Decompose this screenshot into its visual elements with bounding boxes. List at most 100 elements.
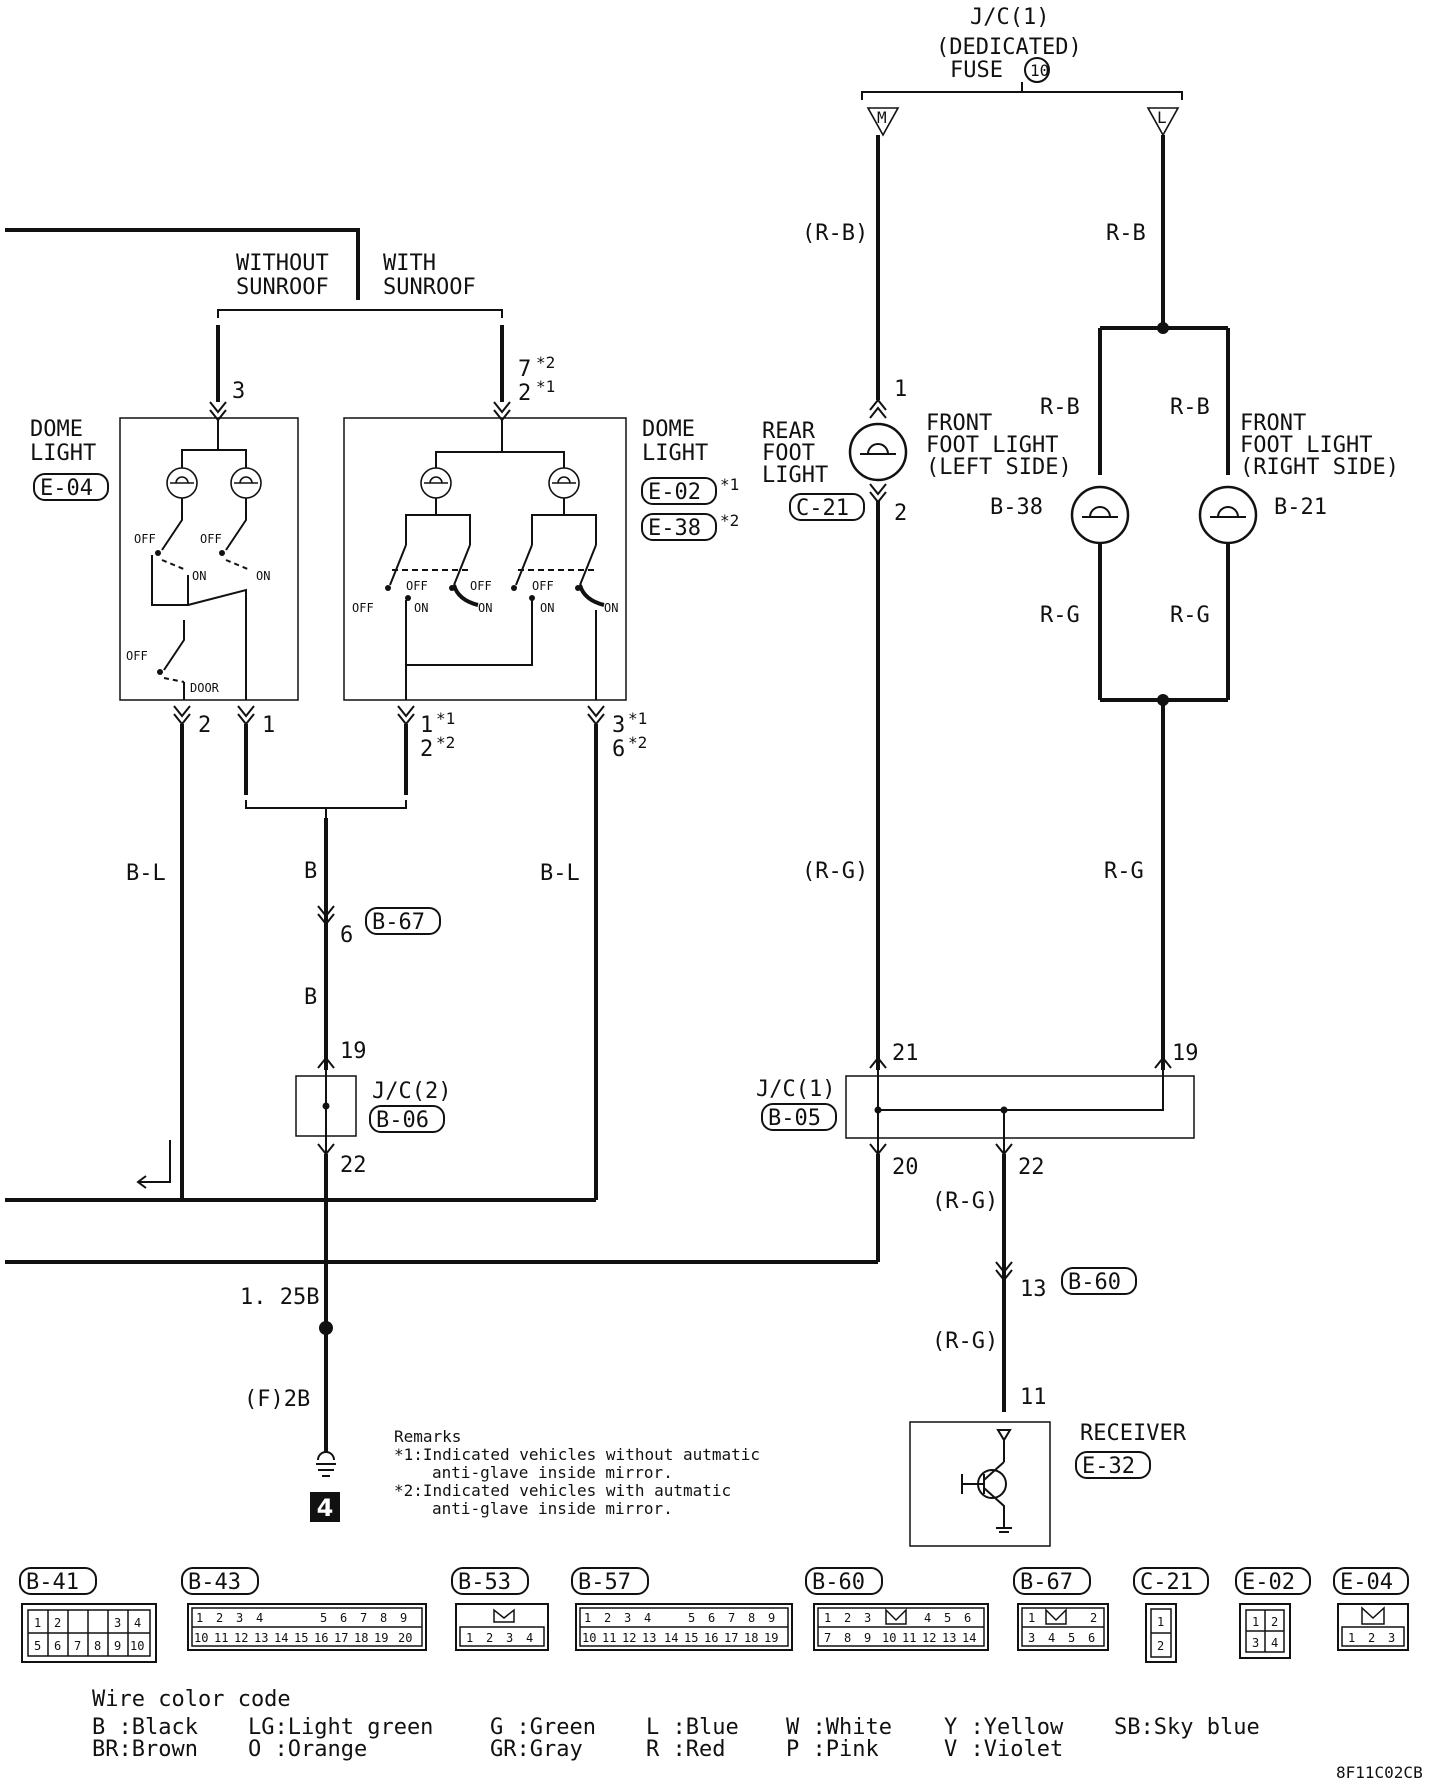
e02-lamp-right: [548, 467, 580, 499]
wire-color-w: W :White: [786, 1715, 892, 1740]
svg-text:20: 20: [398, 1631, 412, 1645]
receiver-pin: 11: [1020, 1385, 1047, 1410]
wire-color-gr: GR:Gray: [490, 1737, 583, 1762]
svg-text:1: 1: [824, 1611, 831, 1625]
svg-text:8: 8: [844, 1631, 851, 1645]
svg-text:4: 4: [1271, 1636, 1278, 1650]
svg-text:3: 3: [506, 1631, 513, 1645]
terminal-m-label: M: [877, 108, 887, 127]
svg-text:3: 3: [624, 1611, 631, 1625]
dome-light-e04-title: DOME: [30, 417, 83, 442]
wire-color-r: R :Red: [646, 1737, 725, 1762]
rear-foot-title2: FOOT: [762, 441, 815, 466]
jc1-connector-label: B-05: [768, 1106, 821, 1131]
svg-text:*2: *2: [628, 733, 647, 752]
e38-connector-label: E-38: [648, 516, 701, 541]
svg-text:2: 2: [844, 1611, 851, 1625]
svg-text:1: 1: [466, 1631, 473, 1645]
wire-color-b: B :Black: [92, 1715, 198, 1740]
connector-c21-label: C-21: [1140, 1570, 1193, 1595]
rear-foot-lamp: [848, 422, 908, 482]
jc1-pin-19: 19: [1172, 1041, 1199, 1066]
terminal-m: [866, 107, 900, 137]
connector-b57-label: B-57: [578, 1570, 631, 1595]
remarks-line1: *1:Indicated vehicles without autmatic: [394, 1445, 760, 1464]
svg-text:12: 12: [622, 1631, 636, 1645]
e02-pin-bl-b: 2: [420, 737, 433, 762]
svg-text:4: 4: [256, 1611, 263, 1625]
svg-text:9: 9: [768, 1611, 775, 1625]
connector-b43-label: B-43: [188, 1570, 241, 1595]
dome-light-e04-title2: LIGHT: [30, 441, 96, 466]
b67-pin: 6: [340, 923, 353, 948]
e02-pin-br-a: 3: [612, 713, 625, 738]
wire-color-title: Wire color code: [92, 1687, 291, 1712]
e02-off-b: OFF: [406, 579, 428, 593]
dome-light-e02-box: [343, 417, 627, 701]
e32-connector-tag: [1075, 1451, 1151, 1479]
figure-code: 8F11C02CB: [1336, 1763, 1423, 1782]
svg-text:2: 2: [1157, 1639, 1164, 1653]
e04-pin-top: 3: [232, 379, 245, 404]
svg-text:5: 5: [688, 1611, 695, 1625]
svg-text:5: 5: [944, 1611, 951, 1625]
jc1-pin-21: 21: [892, 1041, 919, 1066]
connector-b41-label: B-41: [26, 1570, 79, 1595]
svg-text:2: 2: [1090, 1611, 1097, 1625]
front-foot-left-title2: FOOT LIGHT: [926, 433, 1058, 458]
wire-label-b2: B: [304, 985, 317, 1010]
front-foot-right-title2: FOOT LIGHT: [1240, 433, 1372, 458]
e04-on1: ON: [192, 569, 206, 583]
svg-text:*1: *1: [536, 377, 555, 396]
svg-text:1: 1: [1348, 1631, 1355, 1645]
b60-connector-tag: [1061, 1267, 1137, 1295]
svg-text:8: 8: [748, 1611, 755, 1625]
svg-text:6: 6: [54, 1639, 61, 1653]
svg-text:13: 13: [254, 1631, 268, 1645]
connector-b53-label: B-53: [458, 1570, 511, 1595]
wire-label-rg-recv2: (R-G): [932, 1329, 998, 1354]
svg-text:*2: *2: [436, 733, 455, 752]
e04-on2: ON: [256, 569, 270, 583]
e04-lamp-left: [166, 467, 198, 499]
e02-lamp-left: [420, 467, 452, 499]
svg-text:10: 10: [582, 1631, 596, 1645]
wire-label-rg-right: R-G: [1170, 603, 1210, 628]
e02-on-b: ON: [478, 601, 492, 615]
wire-label-rg-front: R-G: [1104, 859, 1144, 884]
c21-connector-tag: [789, 493, 865, 521]
e02-on-a: ON: [414, 601, 428, 615]
svg-text:1: 1: [196, 1611, 203, 1625]
e04-connector-tag: [33, 473, 109, 501]
wire-color-lg: LG:Light green: [248, 1715, 433, 1740]
svg-text:11: 11: [602, 1631, 616, 1645]
b60-connector-label: B-60: [1068, 1270, 1121, 1295]
svg-text:9: 9: [864, 1631, 871, 1645]
wire-label-rb-front: R-B: [1106, 221, 1146, 246]
svg-text:15: 15: [294, 1631, 308, 1645]
jc1-pin-22: 22: [1018, 1155, 1045, 1180]
e04-connector-label: E-04: [40, 476, 93, 501]
svg-text:12: 12: [922, 1631, 936, 1645]
svg-text:3: 3: [1388, 1631, 1395, 1645]
svg-text:14: 14: [274, 1631, 288, 1645]
fuse-bracket: [861, 91, 1183, 100]
jc2-pin-top: 19: [340, 1039, 367, 1064]
front-foot-left-title3: (LEFT SIDE): [926, 455, 1072, 480]
svg-text:*1: *1: [720, 475, 739, 494]
jc1-top-title: J/C(1): [970, 5, 1049, 30]
dome-light-e02-title: DOME: [642, 417, 695, 442]
svg-text:3: 3: [864, 1611, 871, 1625]
b60-pin: 13: [1020, 1277, 1047, 1302]
e32-connector-label: E-32: [1082, 1454, 1135, 1479]
svg-text:12: 12: [234, 1631, 248, 1645]
svg-text:17: 17: [724, 1631, 738, 1645]
receiver-box: [909, 1421, 1051, 1547]
svg-text:2: 2: [604, 1611, 611, 1625]
jc2-title: J/C(2): [372, 1079, 451, 1104]
wire-color-v: V :Violet: [944, 1737, 1063, 1762]
e04-door: DOOR: [190, 681, 220, 695]
svg-text:18: 18: [744, 1631, 758, 1645]
rear-foot-pin-2: 2: [894, 501, 907, 526]
